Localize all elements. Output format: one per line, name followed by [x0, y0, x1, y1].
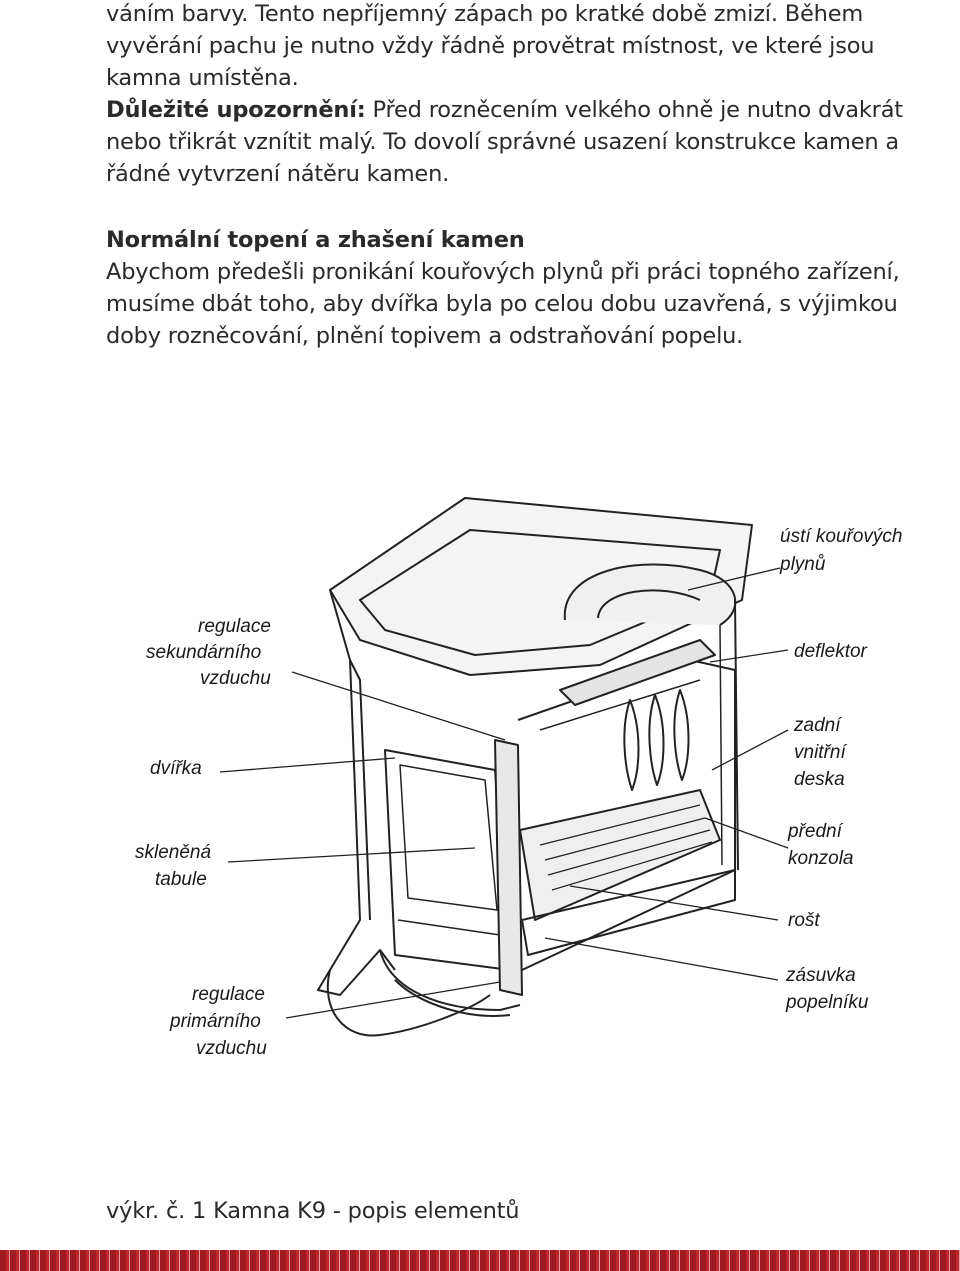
- label-rear-plate-2: vnitřní: [794, 742, 847, 763]
- stove-diagram: ústí kouřových plynů regulace sekundární…: [135, 497, 903, 1059]
- label-front-console-1: přední: [787, 821, 844, 842]
- label-flue-outlet-2: plynů: [779, 554, 826, 575]
- label-flue-outlet-1: ústí kouřových: [780, 526, 903, 547]
- label-door: dvířka: [150, 758, 202, 779]
- label-secondary-air-3: vzduchu: [200, 668, 271, 689]
- label-secondary-air-1: regulace: [198, 616, 271, 637]
- label-glass-1: skleněná: [135, 842, 211, 863]
- warning-label: Důležité upozornění:: [106, 97, 366, 123]
- label-ash-drawer-2: popelníku: [785, 992, 869, 1013]
- intro-paragraph: váním barvy. Tento nepříjemný zápach po …: [106, 0, 936, 190]
- label-rear-plate-1: zadní: [793, 715, 842, 736]
- label-grate: rošt: [788, 910, 820, 931]
- label-rear-plate-3: deska: [794, 769, 845, 790]
- figure-caption: výkr. č. 1 Kamna K9 - popis elementů: [106, 1198, 520, 1224]
- section-heading: Normální topení a zhašení kamen: [106, 227, 525, 253]
- warning-text: Před rozněcením velkého ohně je nutno dv…: [106, 97, 903, 187]
- footer-bar: [0, 1250, 960, 1271]
- label-front-console-2: konzola: [788, 848, 854, 869]
- label-secondary-air-2: sekundárního: [146, 642, 261, 663]
- intro-text: váním barvy. Tento nepříjemný zápach po …: [106, 1, 875, 91]
- label-glass-2: tabule: [155, 869, 207, 890]
- label-deflector: deflektor: [794, 641, 868, 662]
- label-primary-air-2: primárního: [169, 1011, 261, 1032]
- label-primary-air-1: regulace: [192, 984, 265, 1005]
- label-primary-air-3: vzduchu: [196, 1038, 267, 1059]
- normal-heating-section: Normální topení a zhašení kamen Abychom …: [106, 224, 936, 352]
- label-ash-drawer-1: zásuvka: [785, 965, 856, 986]
- section-body: Abychom předešli pronikání kouřových ply…: [106, 259, 900, 349]
